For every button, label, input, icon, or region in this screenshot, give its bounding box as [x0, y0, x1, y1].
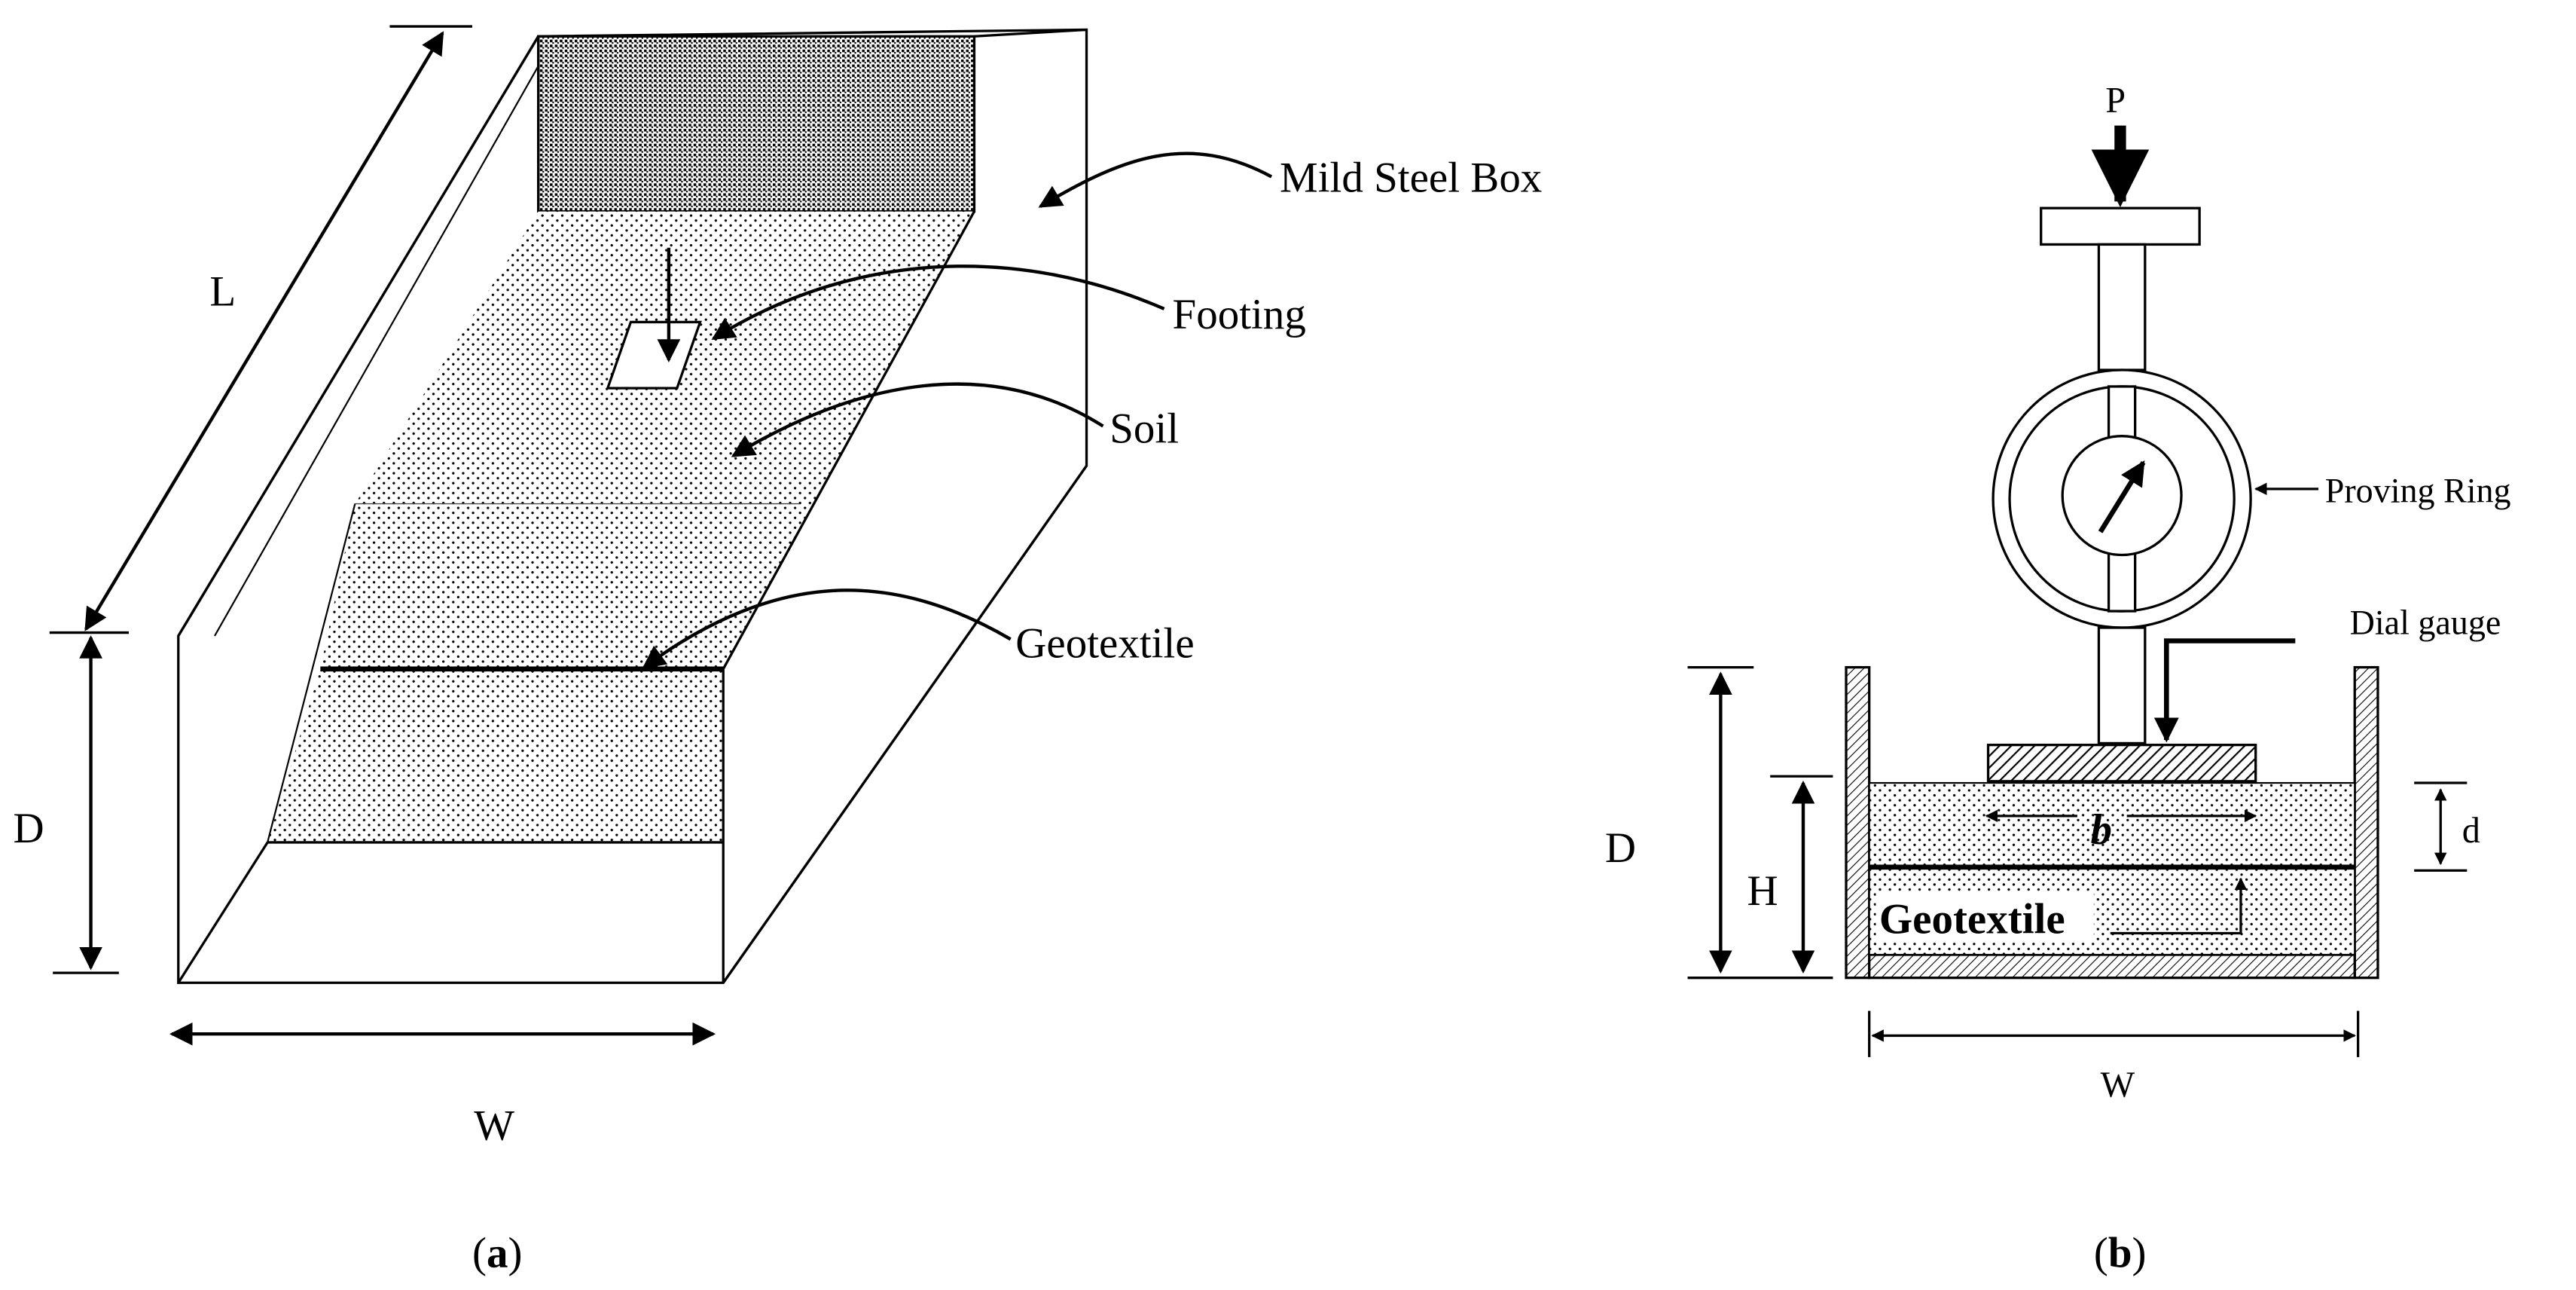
- label-proving-ring: Proving Ring: [2325, 471, 2511, 509]
- label-depth: D: [14, 805, 44, 852]
- leader-mild-steel-box: [1038, 151, 1273, 208]
- upper-shaft: [2097, 243, 2147, 371]
- label-footing-width: b: [2090, 806, 2112, 854]
- tank-right-wall: [2353, 665, 2379, 980]
- dial-needle: [2098, 460, 2146, 533]
- loading-cap: [2040, 206, 2201, 246]
- model-footing: [1986, 743, 2257, 783]
- label-tank-geotextile: Geotextile: [1879, 896, 2065, 943]
- label-tank-width: W: [2101, 1065, 2135, 1105]
- panel-b: P b Geotextile Proving Ring Di: [1605, 81, 2511, 1276]
- soil-surface: [320, 211, 975, 669]
- leader-dial-gauge: [2153, 638, 2296, 743]
- label-load: P: [2105, 81, 2126, 121]
- tank-left-wall: [1845, 665, 1871, 980]
- label-width: W: [474, 1102, 514, 1150]
- leader-tank-geotextile: [2110, 877, 2248, 935]
- label-soil-height: H: [1747, 867, 1778, 915]
- steel-box-back-wall: [537, 35, 976, 213]
- panel-a: Mild Steel Box Footing Soil Geotextile L…: [14, 25, 1542, 1276]
- leader-geotextile: [642, 588, 1012, 669]
- footing-plate: [606, 320, 702, 390]
- label-embedment: d: [2462, 811, 2480, 851]
- label-footing: Footing: [1173, 291, 1306, 338]
- label-tank-depth: D: [1605, 824, 1636, 872]
- soil-lower-layer: [267, 668, 724, 842]
- leader-soil: [731, 382, 1104, 457]
- label-geotextile: Geotextile: [1015, 619, 1194, 667]
- label-mild-steel-box: Mild Steel Box: [1280, 154, 1542, 201]
- lower-shaft: [2097, 626, 2147, 745]
- label-soil: Soil: [1109, 405, 1179, 452]
- tank-base: [1868, 953, 2356, 980]
- caption-a: (a): [472, 1229, 522, 1276]
- label-dial-gauge: Dial gauge: [2350, 604, 2501, 642]
- caption-b: (b): [2094, 1229, 2147, 1276]
- label-length: L: [209, 268, 236, 316]
- leader-footing: [711, 264, 1165, 341]
- dim-length-arrow: [84, 31, 444, 631]
